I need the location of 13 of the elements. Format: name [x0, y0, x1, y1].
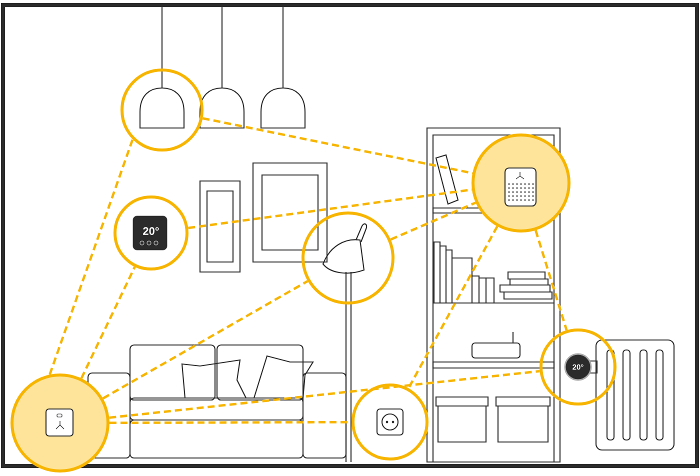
dashed-connector — [407, 226, 498, 389]
device-circle — [120, 68, 204, 152]
dashed-connector — [534, 230, 568, 331]
dashed-connector — [102, 280, 308, 400]
device-circle — [302, 212, 394, 304]
dashed-connector — [202, 117, 473, 174]
dashed-connector — [188, 188, 472, 230]
dashed-connector — [48, 138, 134, 375]
dashed-connector — [80, 266, 136, 379]
dashed-connector — [390, 202, 476, 241]
dashed-connector — [109, 370, 540, 419]
device-circle — [10, 374, 110, 472]
device-circle — [352, 384, 428, 460]
